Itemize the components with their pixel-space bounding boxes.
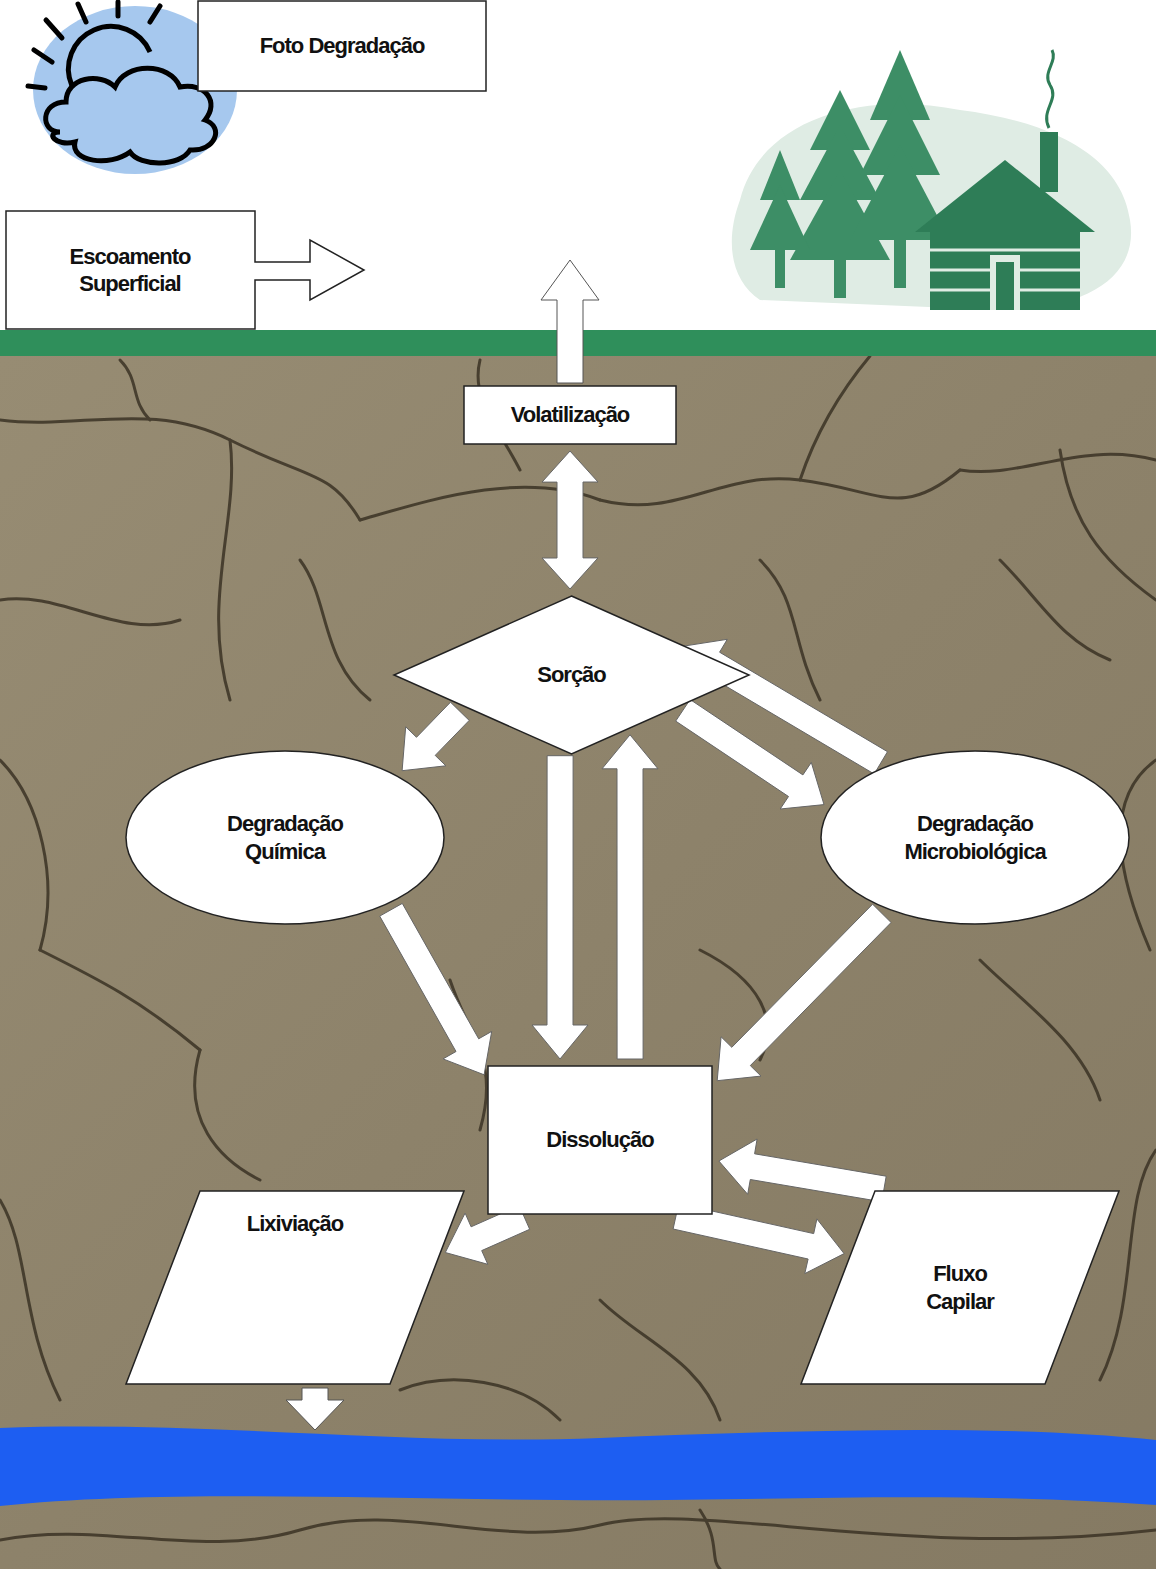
node-label: Foto Degradação (260, 32, 425, 60)
transport-parallelogram: Lixiviação (125, 1190, 465, 1385)
leaching-down-arrow (286, 1388, 344, 1430)
node-outline (5, 210, 365, 330)
node-label: Lixiviação (247, 1210, 343, 1238)
node-label: Fluxo Capilar (905, 1260, 1015, 1315)
text-block: Degradação Microbiológica (880, 810, 1070, 865)
node-label: Volatilização (511, 401, 630, 429)
node-outline (820, 750, 1130, 925)
transport-parallelogram: Fluxo Capilar (800, 1190, 1120, 1385)
text-block: Escoamento Superficial (45, 243, 215, 298)
node-outline-shape (126, 1191, 464, 1384)
node-outline-shape (394, 596, 749, 754)
process-ellipse: Degradação Microbiológica (820, 750, 1130, 925)
text-block: Sorção (537, 661, 606, 689)
node-outline-shape (488, 1066, 712, 1214)
text-block: Fluxo Capilar (905, 1260, 1015, 1315)
node-label: Sorção (537, 661, 606, 689)
node-outline-shape (464, 386, 676, 444)
block-arrow (602, 735, 658, 1059)
node-label: Dissolução (546, 1126, 653, 1154)
text-block: Lixiviação (247, 1210, 343, 1238)
block-arrow (402, 702, 469, 771)
node-outline-shape (198, 1, 486, 91)
block-arrow (380, 903, 492, 1074)
text-block: Foto Degradação (260, 32, 425, 60)
node-outline (800, 1190, 1120, 1385)
node-outline (125, 750, 445, 925)
trees-house-icon (732, 50, 1131, 310)
node-label: Escoamento Superficial (45, 243, 215, 298)
block-arrow (717, 904, 891, 1080)
decision-diamond: Sorção (393, 595, 750, 755)
process-ellipse: Degradação Química (125, 750, 445, 925)
node-label: Degradação Microbiológica (880, 810, 1070, 865)
node-outline-shape (126, 751, 444, 924)
text-block: Volatilização (511, 401, 630, 429)
soil-cracks (0, 356, 1156, 1569)
node-outline-shape (821, 751, 1129, 924)
volatilization-up-arrow (541, 260, 599, 383)
node-label: Degradação Química (210, 810, 360, 865)
runoff-arrow-box: Escoamento Superficial (5, 210, 365, 330)
groundwater-band (0, 1426, 1156, 1506)
soil-ground (0, 355, 1156, 1569)
process-box: Volatilização (463, 385, 677, 445)
block-arrow (542, 451, 598, 589)
node-outline-shape (801, 1191, 1119, 1384)
block-arrow (719, 1139, 886, 1202)
label-box: Foto Degradação (197, 0, 487, 92)
text-block: Degradação Química (210, 810, 360, 865)
block-arrow (532, 756, 588, 1059)
node-outline-shape (6, 211, 364, 329)
text-block: Dissolução (546, 1126, 653, 1154)
process-box: Dissolução (487, 1065, 713, 1215)
